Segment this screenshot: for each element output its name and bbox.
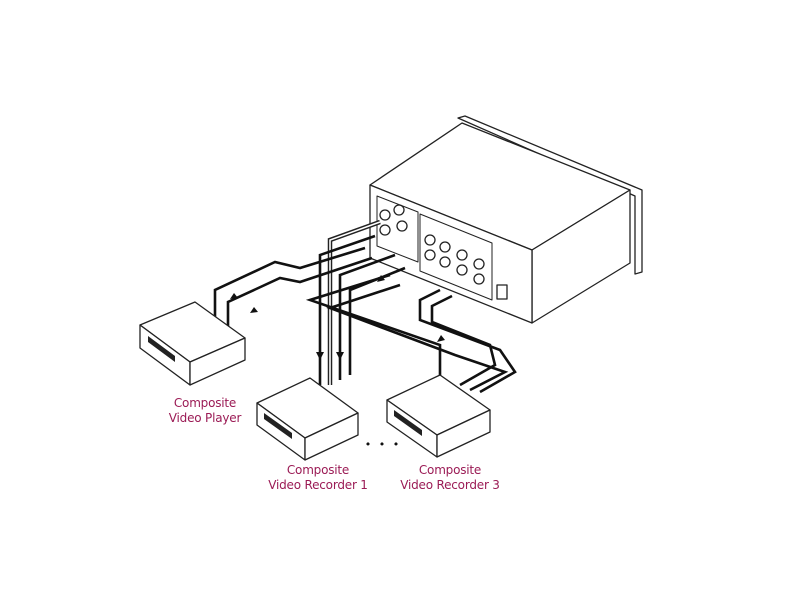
distribution-amplifier-unit <box>369 115 643 324</box>
label-composite-video-recorder-1: Composite Video Recorder 1 <box>268 463 368 493</box>
ellipsis-more-recorders: • • • <box>364 438 402 451</box>
composite-video-recorder-3-device <box>386 374 491 458</box>
label-composite-video-player: Composite Video Player <box>168 396 242 426</box>
label-line: Video Recorder 1 <box>268 478 368 492</box>
power-connector <box>496 284 508 300</box>
label-composite-video-recorder-3: Composite Video Recorder 3 <box>400 463 500 493</box>
label-line: Video Recorder 3 <box>400 478 500 492</box>
label-line: Composite <box>418 463 482 477</box>
bnc-connectors <box>379 204 485 285</box>
cables <box>213 219 517 394</box>
arrow-icons <box>230 275 445 360</box>
composite-video-player-device <box>139 301 246 386</box>
composite-video-recorder-1-device <box>256 377 359 461</box>
label-line: Video Player <box>168 411 242 425</box>
label-line: Composite <box>173 396 237 410</box>
label-line: Composite <box>286 463 350 477</box>
